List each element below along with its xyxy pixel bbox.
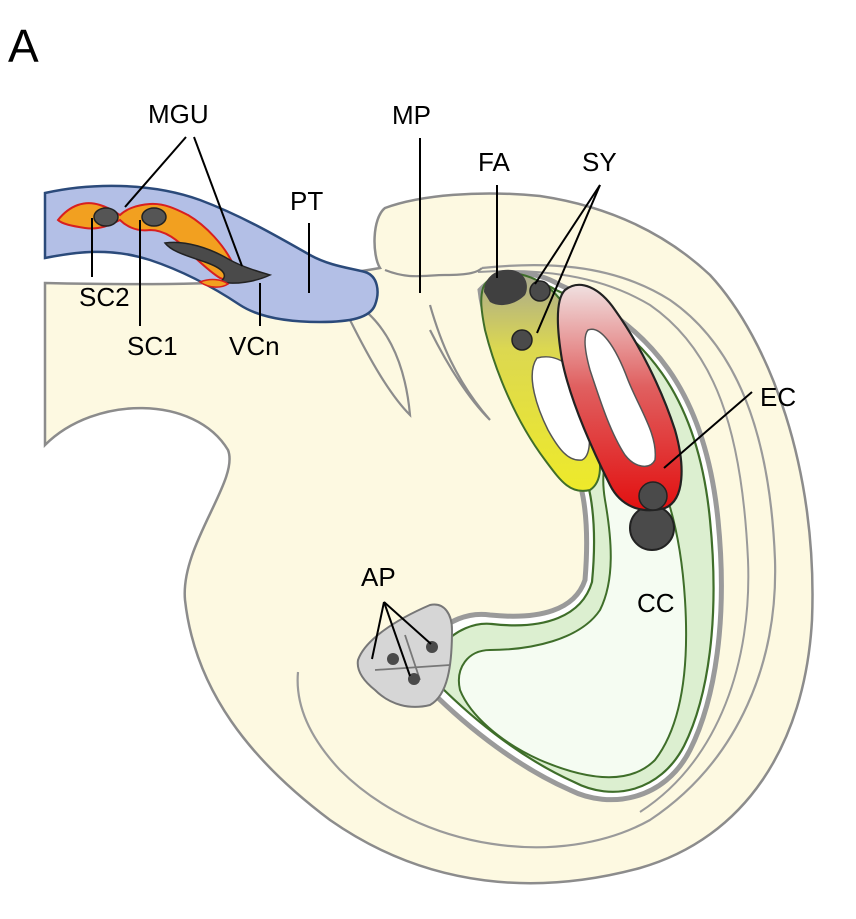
label-sc2: SC2	[79, 282, 130, 312]
antipodal-nucleus-1	[387, 653, 399, 665]
sperm-nucleus-1	[142, 208, 166, 226]
label-sc1: SC1	[127, 331, 178, 361]
synergid-nucleus-1	[530, 281, 550, 301]
synergid-nucleus-2	[512, 330, 532, 350]
sperm-nucleus-2	[94, 208, 118, 226]
label-mp: MP	[392, 100, 431, 130]
label-sy: SY	[582, 147, 617, 177]
egg-cell-nucleus	[639, 482, 667, 510]
central-cell-nucleus	[630, 506, 674, 550]
label-mgu: MGU	[148, 99, 209, 129]
antipodal-nucleus-2	[426, 641, 438, 653]
label-pt: PT	[290, 186, 323, 216]
label-fa: FA	[478, 147, 510, 177]
label-ec: EC	[760, 382, 796, 412]
label-ap: AP	[361, 562, 396, 592]
label-vcn: VCn	[229, 331, 280, 361]
panel-letter: A	[8, 20, 39, 72]
label-cc: CC	[637, 588, 675, 618]
